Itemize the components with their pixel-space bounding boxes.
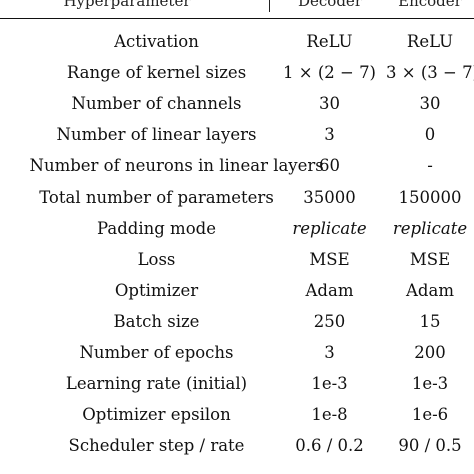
table-row: Learning rate (initial) 1e-3 1e-3 [0, 368, 474, 399]
column-divider [269, 0, 270, 12]
encoder-value: 90 / 0.5 [398, 436, 462, 456]
hyperparameter-label: Padding mode [97, 218, 216, 238]
table-row: Optimizer epsilon 1e-8 1e-6 [0, 399, 474, 430]
encoder-value: ReLU [406, 32, 454, 51]
decoder-value: 35000 [303, 187, 356, 207]
encoder-value: 30 [419, 94, 441, 114]
hyperparameter-label: Activation [114, 32, 199, 51]
hyperparameter-label: Optimizer [114, 280, 199, 300]
table-row: Padding mode replicate replicate [0, 213, 474, 244]
hyperparameter-label: Number of epochs [79, 343, 234, 362]
encoder-value: - [427, 156, 433, 176]
encoder-value: 3 × (3 − 7) [386, 63, 474, 83]
hyperparameter-name: Number of linear layers [0, 119, 310, 150]
hyperparameter-name: Batch size [0, 306, 310, 337]
hyperparameter-label: Learning rate (initial) [65, 374, 248, 394]
hyperparameter-name: Loss [0, 244, 310, 275]
table-row: Optimizer Adam Adam [0, 275, 474, 306]
table-row: Loss MSE MSE [0, 244, 474, 275]
decoder-value: Adam [305, 280, 354, 300]
hyperparameter-label: Range of kernel sizes [66, 63, 247, 83]
decoder-value: 1 × (2 − 7) [283, 63, 376, 83]
hyperparameter-name: Optimizer [0, 275, 310, 306]
encoder-value: 15 [419, 311, 441, 331]
hyperparameter-label: Loss [137, 249, 176, 269]
hyperparameter-name: Number of channels [0, 88, 310, 119]
hyperparameter-name: Padding mode [0, 213, 310, 244]
hyperparameter-label: Number of channels [71, 94, 242, 114]
hyperparameter-label: Optimizer epsilon [82, 405, 231, 425]
hyperparameter-name: Optimizer epsilon [0, 399, 310, 430]
hyperparameter-name: Number of neurons in linear layers [0, 150, 324, 181]
encoder-value: replicate [392, 218, 468, 238]
decoder-value: 3 [324, 343, 335, 362]
hyperparameter-name: Scheduler step / rate [0, 430, 310, 461]
table-header: Hyperparameter Decoder Encoder [0, 0, 474, 11]
encoder-value: 200 [414, 343, 446, 362]
decoder-value: 1e-3 [311, 374, 348, 394]
encoder-value: 150000 [398, 187, 462, 207]
hyperparameter-label: Number of neurons in linear layers [29, 156, 324, 176]
decoder-value: replicate [292, 218, 367, 238]
encoder-value: 1e-3 [411, 374, 449, 394]
hyperparameter-name: Learning rate (initial) [0, 368, 310, 399]
decoder-value: 60 [319, 156, 340, 176]
table-row: Activation ReLU ReLU [0, 26, 474, 57]
decoder-value: 30 [319, 94, 340, 114]
decoder-value: ReLU [306, 32, 353, 51]
decoder-value: 1e-8 [311, 405, 348, 425]
table-row: Number of epochs 3 200 [0, 337, 474, 368]
header-encoder: Encoder [398, 0, 462, 10]
decoder-value: 0.6 / 0.2 [295, 436, 364, 456]
hyperparameter-name: Activation [0, 26, 310, 57]
header-rule [0, 18, 474, 19]
table-row: Number of linear layers 3 0 [0, 119, 474, 150]
hyperparameter-label: Batch size [113, 311, 200, 331]
encoder-value: Adam [406, 280, 454, 300]
encoder-value: 1e-6 [411, 405, 449, 425]
hyperparameter-label: Number of linear layers [56, 125, 257, 145]
hyperparameter-label: Scheduler step / rate [68, 436, 245, 456]
table-row: Batch size 250 15 [0, 306, 474, 337]
table-row: Range of kernel sizes 1 × (2 − 7) 3 × (3 −… [0, 57, 474, 88]
hyperparameter-name: Number of epochs [0, 337, 310, 368]
hyperparameter-name: Range of kernel sizes [0, 57, 310, 88]
header-decoder: Decoder [298, 0, 362, 10]
decoder-value: 3 [324, 125, 335, 145]
table-row: Total number of parameters 35000 150000 [0, 182, 474, 213]
header-hyperparameter: Hyperparameter [63, 0, 191, 10]
decoder-value: MSE [309, 249, 350, 269]
decoder-value: 250 [313, 311, 346, 331]
hyperparameter-label: Total number of parameters [39, 187, 274, 207]
encoder-value: MSE [409, 249, 451, 269]
table-row: Number of channels 30 30 [0, 88, 474, 119]
encoder-value: 0 [424, 125, 436, 145]
hyperparameter-name: Total number of parameters [0, 182, 310, 213]
table-row: Scheduler step / rate 0.6 / 0.2 90 / 0.5 [0, 430, 474, 461]
